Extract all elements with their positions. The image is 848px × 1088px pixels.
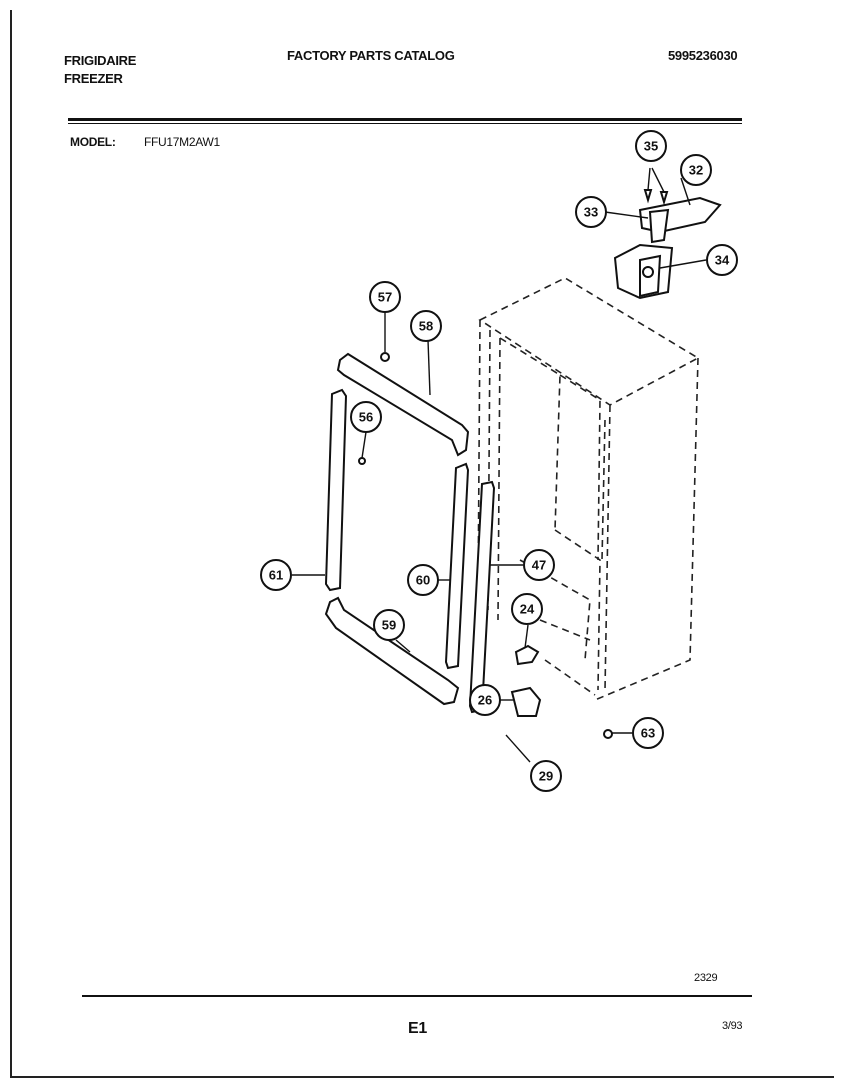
cabinet-outline [477,277,700,701]
svg-text:57: 57 [378,290,392,305]
footer-rule [82,995,752,997]
callout-56: 56 [350,401,382,433]
svg-text:29: 29 [539,769,553,784]
svg-text:61: 61 [269,568,283,583]
svg-text:35: 35 [644,139,658,154]
callout-57: 57 [369,281,401,313]
diagram-code: 2329 [694,972,718,984]
callout-26: 26 [469,684,501,716]
callout-35: 35 [635,130,667,162]
top-hinge-assembly [613,167,722,300]
svg-text:56: 56 [359,410,373,425]
callout-34: 34 [706,244,738,276]
svg-text:32: 32 [689,163,703,178]
callout-58: 58 [410,310,442,342]
callout-24: 24 [511,593,543,625]
header-rule [68,118,742,121]
callout-60: 60 [407,564,439,596]
brand-name: FRIGIDAIRE [64,53,137,68]
svg-text:60: 60 [416,573,430,588]
svg-text:33: 33 [584,205,598,220]
model-value: FFU17M2AW1 [144,135,220,149]
callout-61: 61 [260,559,292,591]
door-gasket-pieces [324,352,613,739]
page-border [10,10,834,1078]
catalog-title: FACTORY PARTS CATALOG [287,48,455,63]
callout-29: 29 [530,760,562,792]
callout-32: 32 [680,154,712,186]
page-code: E1 [408,1020,427,1037]
svg-text:47: 47 [532,558,546,573]
svg-text:59: 59 [382,618,396,633]
svg-text:58: 58 [419,319,433,334]
header-rule-thin [68,123,742,124]
svg-text:24: 24 [520,602,535,617]
product-name: FREEZER [64,71,123,86]
svg-text:34: 34 [715,253,730,268]
model-label: MODEL: [70,135,116,149]
svg-text:63: 63 [641,726,655,741]
callout-33: 33 [575,196,607,228]
brand-block: FRIGIDAIRE FREEZER [64,52,136,88]
leader-lines [292,177,707,763]
svg-text:26: 26 [478,693,492,708]
callout-47: 47 [523,549,555,581]
callout-63: 63 [632,717,664,749]
catalog-part-number: 5995236030 [668,48,738,63]
callout-59: 59 [373,609,405,641]
catalog-date: 3/93 [722,1020,743,1032]
